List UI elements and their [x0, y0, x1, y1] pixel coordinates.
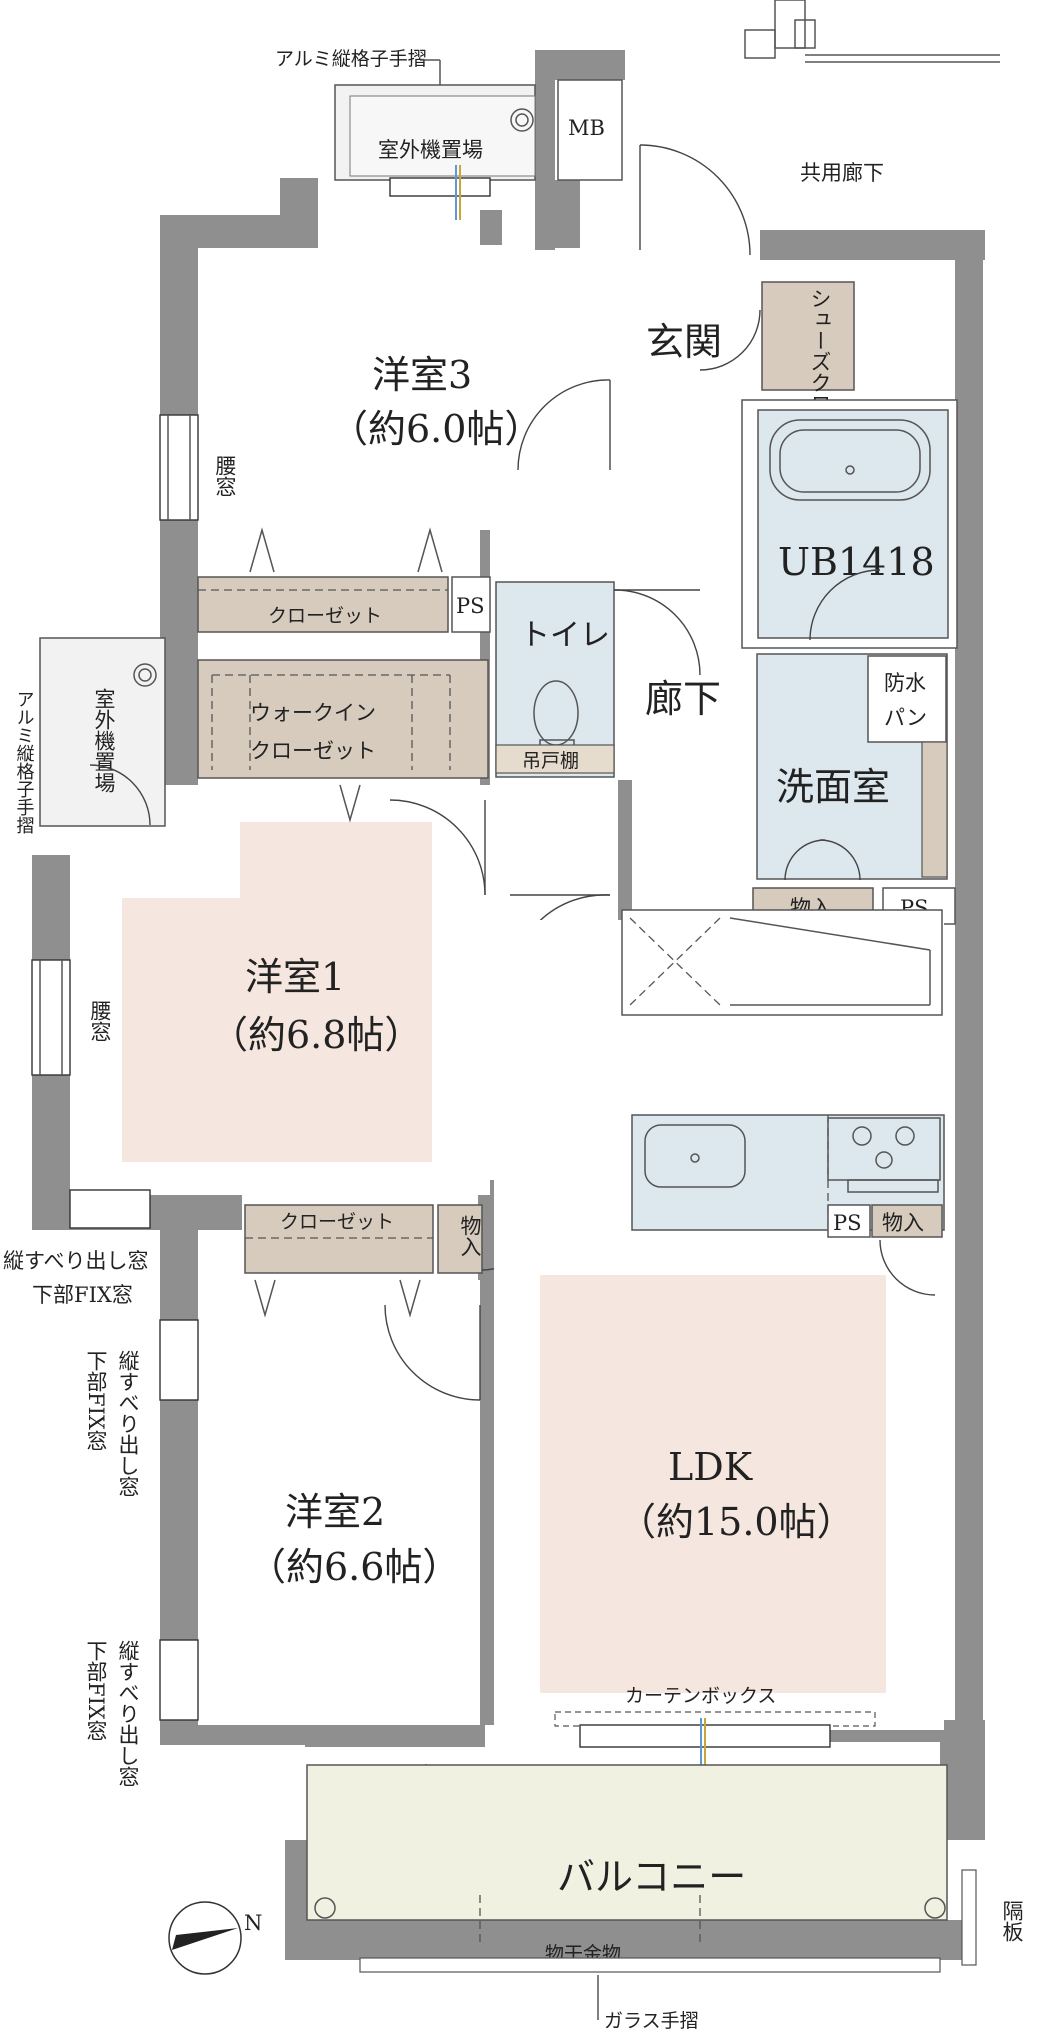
walls	[32, 50, 985, 1960]
room-2-slide-window-1b: 下部FIX窓	[84, 1350, 108, 1451]
room-1-name: 洋室1	[245, 955, 345, 999]
room-2-slide-window-2b: 下部FIX窓	[84, 1640, 108, 1741]
ac-unit-left-area: 室外機置場	[39, 637, 166, 827]
entrance-label: 玄関	[646, 320, 722, 364]
room-2-slide-window-2a: 縦すべり出し窓	[116, 1640, 140, 1787]
toilet-label: トイレ	[520, 618, 610, 653]
walk-in-closet-line1: ウォークイン	[250, 701, 376, 725]
slide-window-label-line1: 縦すべり出し窓	[3, 1249, 149, 1273]
room-2-name: 洋室2	[285, 1490, 385, 1534]
compass-north-label: N	[244, 1911, 262, 1935]
room-1: 洋室1 （約6.8帖）	[70, 784, 611, 1195]
unit-bath: UB1418	[741, 399, 958, 649]
curtain-box-label: カーテンボックス	[625, 1685, 776, 1707]
room-2: 洋室2 （約6.6帖）	[198, 1279, 481, 1725]
hallway-label: 廊下	[645, 677, 721, 721]
ldk-size: （約15.0帖）	[618, 1500, 855, 1544]
glass-railing-label: ガラス手摺	[604, 2010, 699, 2032]
room-1-waist-window: 腰窓	[88, 1000, 112, 1042]
room-2-closet: クローゼット	[244, 1204, 434, 1274]
storage-room2-label: 物入	[458, 1215, 482, 1257]
bath-label: UB1418	[778, 540, 935, 584]
mb-label: MB	[568, 116, 605, 140]
room-3-waist-window: 腰窓	[213, 455, 237, 497]
waterproof-pan-line2: パン	[884, 706, 927, 730]
ldk: PS 物入 LDK （約15.0帖） カーテンボックス	[494, 909, 945, 1730]
balcony: バルコニー 物干金物	[306, 1764, 948, 1965]
alum-railing-top-label: アルミ縦格子手摺	[275, 48, 427, 70]
washroom: 防水 パン 洗面室	[756, 653, 948, 881]
ps-label-toilet: PS	[456, 594, 485, 618]
alum-railing-left-label: アルミ縦格子手摺	[14, 690, 35, 834]
room-2-size: （約6.6帖）	[248, 1545, 460, 1589]
slide-window-label-line2: 下部FIX窓	[32, 1283, 133, 1307]
ac-unit-top-label: 室外機置場	[378, 138, 483, 162]
ac-unit-top-area: 室外機置場	[334, 84, 536, 220]
ps-label-kitchen: PS	[833, 1211, 862, 1235]
room-3-size: （約6.0帖）	[330, 407, 542, 451]
room-3-name: 洋室3	[372, 353, 472, 397]
room-3: 洋室3 （約6.0帖）	[198, 248, 611, 573]
room-2-closet-label: クローゼット	[280, 1211, 394, 1233]
waterproof-pan-line1: 防水	[884, 671, 926, 695]
balcony-label: バルコニー	[557, 1855, 746, 1899]
walk-in-closet: ウォークイン クローゼット	[197, 659, 489, 779]
ldk-name: LDK	[668, 1445, 753, 1489]
common-corridor-label: 共用廊下	[800, 161, 884, 185]
ac-unit-left-label: 室外機置場	[92, 688, 116, 793]
storage-kitchen-label: 物入	[882, 1211, 924, 1235]
room-1-size: （約6.8帖）	[210, 1013, 422, 1057]
partition-label: 隔板	[1000, 1900, 1024, 1942]
mb-box: MB	[557, 79, 623, 181]
toilet-room: トイレ 吊戸棚	[495, 581, 701, 778]
walk-in-closet-line2: クローゼット	[250, 739, 376, 763]
washroom-label: 洗面室	[776, 765, 890, 809]
room-2-slide-window-1a: 縦すべり出し窓	[116, 1350, 140, 1497]
hanging-shelf-label: 吊戸棚	[522, 750, 579, 772]
room-3-closet-label: クローゼット	[268, 605, 382, 627]
room-3-closet: クローゼット	[197, 576, 449, 633]
compass: N	[168, 1901, 262, 1975]
